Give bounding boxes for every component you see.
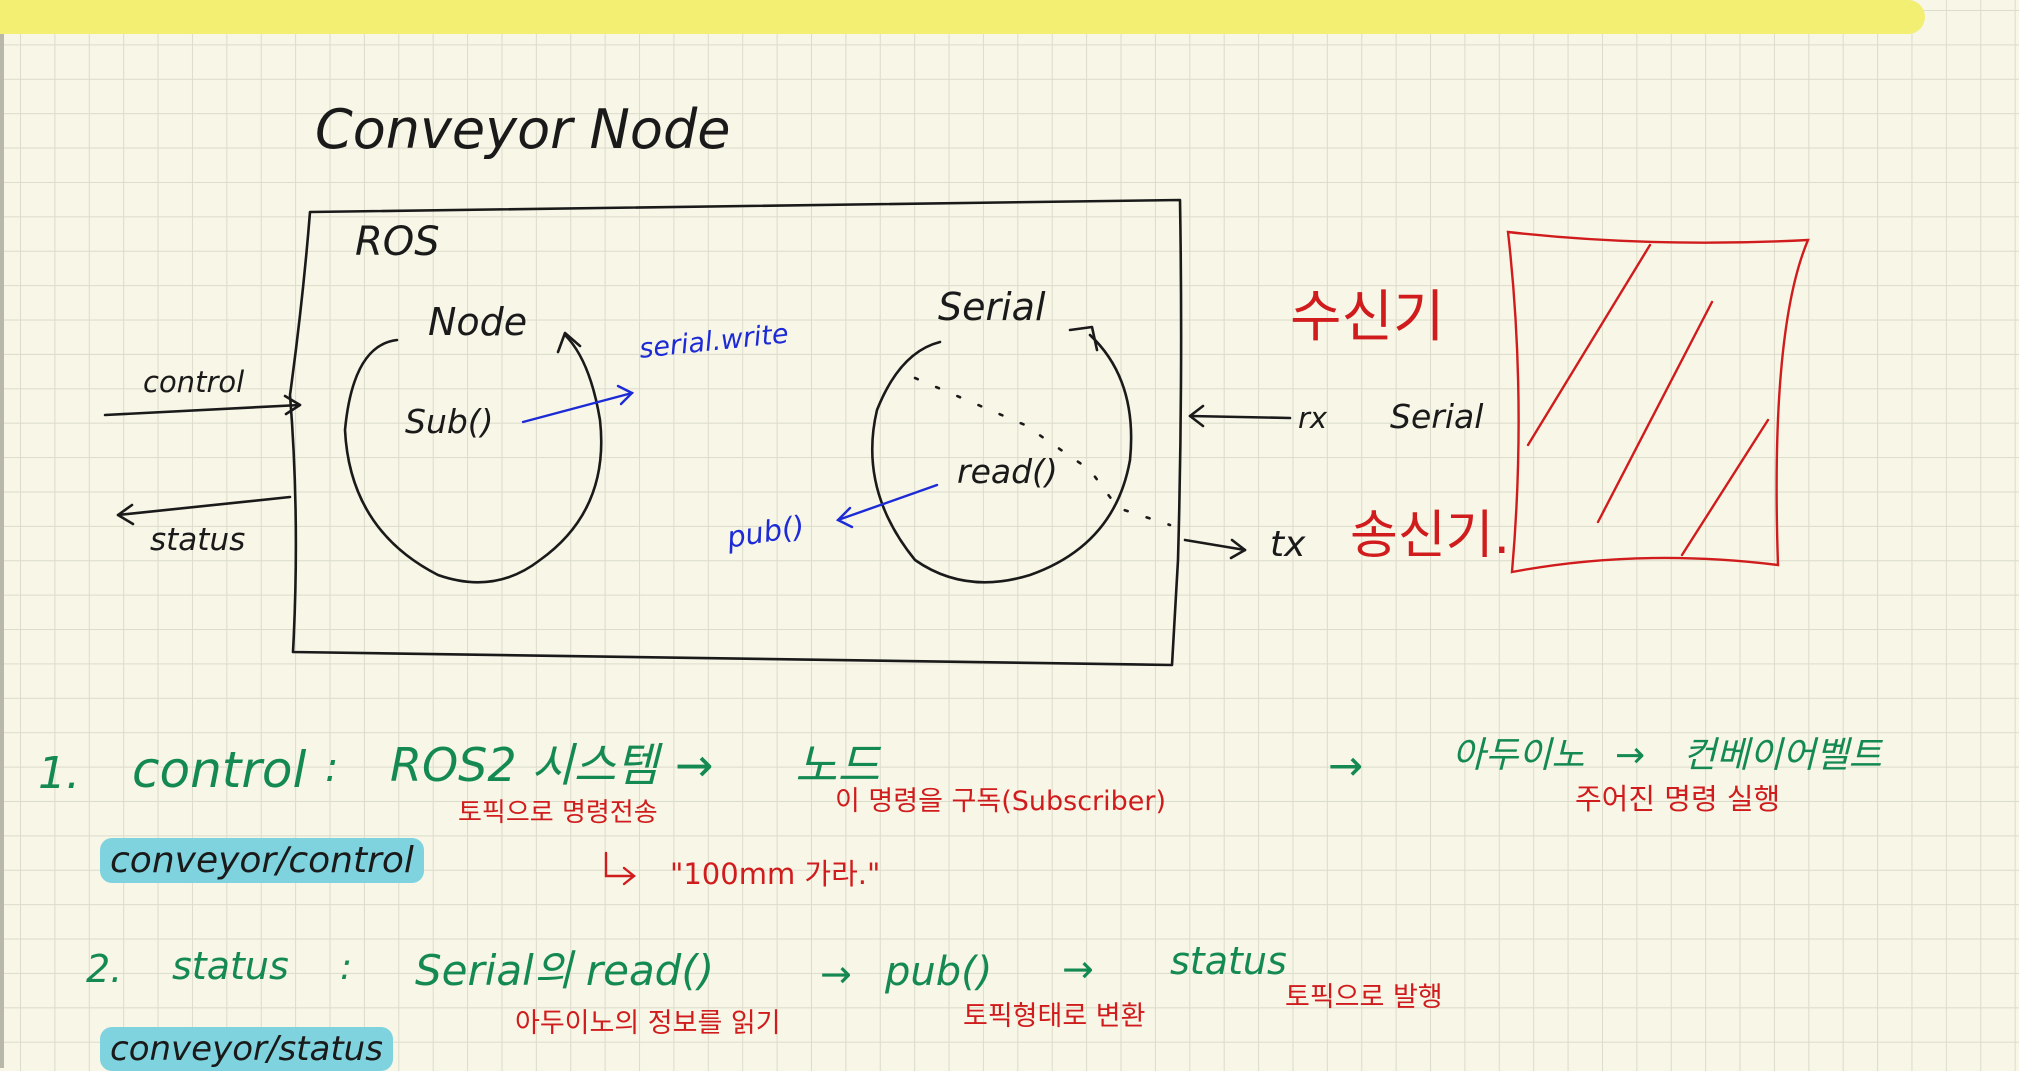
device-box — [1506, 230, 1810, 574]
page-left-rule — [0, 0, 4, 1068]
pub-arrowhead — [835, 506, 854, 529]
serial-loop — [870, 333, 1133, 584]
rx-label: rx — [1298, 401, 1328, 435]
note1-example: "100mm 가라." — [670, 857, 881, 891]
pub-arrow — [836, 483, 939, 522]
rx-arrowhead — [1188, 404, 1205, 428]
note2-colon: : — [340, 947, 353, 988]
note1-text-d: 컨베이어벨트 — [1683, 735, 1882, 776]
note1-text-b: 노드 — [795, 738, 880, 792]
rx-arrow — [1188, 414, 1292, 420]
note1-arrow-c: → — [1615, 735, 1646, 776]
node-sub-fn: Sub() — [405, 402, 494, 441]
control-arrow — [103, 403, 302, 417]
note2-sub-c: 토픽으로 발행 — [1285, 982, 1443, 1013]
transmitter-label: 송신기. — [1350, 506, 1511, 566]
device-hatch-2 — [1596, 300, 1714, 524]
note2-topic-highlight: conveyor/status — [100, 1027, 393, 1071]
note1-text-a: ROS2 시스템 — [390, 738, 659, 792]
device-hatch-1 — [1526, 243, 1652, 447]
receiver-label: 수신기 — [1290, 285, 1445, 350]
note2-arrow-b: → — [1062, 947, 1094, 991]
status-arrow — [116, 495, 292, 517]
serial-read-fn: read() — [957, 452, 1058, 491]
node-loop — [343, 333, 603, 584]
node-label: Node — [428, 300, 528, 344]
note1-sub-c: 주어진 명령 실행 — [1575, 782, 1781, 816]
ros-label: ROS — [355, 219, 440, 265]
note1-colon: : — [325, 745, 339, 791]
note2-sub-a: 아두이노의 정보를 읽기 — [515, 1008, 781, 1039]
node-loop-arrowhead — [556, 331, 582, 354]
serial-write-arrowhead — [616, 384, 635, 406]
control-label: control — [143, 365, 245, 399]
serial-loop-arrowhead — [1068, 325, 1099, 352]
note1-arrow-b: → — [1328, 741, 1364, 790]
note1-topic: conveyor/control — [100, 838, 424, 883]
tx-arrow — [1183, 538, 1247, 552]
ros-box — [288, 198, 1183, 667]
note2-text-a: Serial의 read() — [415, 946, 715, 995]
status-arrowhead — [116, 503, 135, 526]
control-arrowhead — [283, 394, 302, 416]
note1-sub-a: 토픽으로 명령전송 — [458, 798, 658, 828]
note1-sub-b: 이 명령을 구독(Subscriber) — [835, 786, 1167, 817]
example-arrowhead — [622, 866, 636, 886]
note2-text-b: pub() — [885, 949, 993, 995]
serial-write-arrow — [521, 391, 634, 424]
note2-sub-b: 토픽형태로 변환 — [963, 1001, 1146, 1032]
note2-text-c: status — [1170, 939, 1287, 983]
note2-topic: conveyor/status — [100, 1027, 393, 1071]
device-hatch-3 — [1680, 418, 1770, 557]
top-highlight-stroke — [0, 0, 1925, 34]
example-arrow — [604, 851, 636, 878]
note1-keyword: control — [132, 741, 307, 799]
note1-topic-highlight: conveyor/control — [100, 838, 424, 883]
serial-label: Serial — [938, 285, 1046, 329]
rx-serial-label: Serial — [1390, 397, 1484, 436]
note2-number: 2. — [86, 947, 123, 991]
note2-arrow-a: → — [820, 952, 852, 996]
diagram-title: Conveyor Node — [315, 98, 731, 161]
note1-number: 1. — [38, 748, 80, 799]
tx-arrowhead — [1229, 538, 1247, 560]
note1-text-c: 아두이노 — [1452, 735, 1585, 776]
note2-keyword: status — [172, 944, 289, 988]
status-label: status — [150, 522, 246, 558]
note1-arrow-a: → — [675, 738, 714, 792]
tx-label: tx — [1270, 524, 1306, 565]
